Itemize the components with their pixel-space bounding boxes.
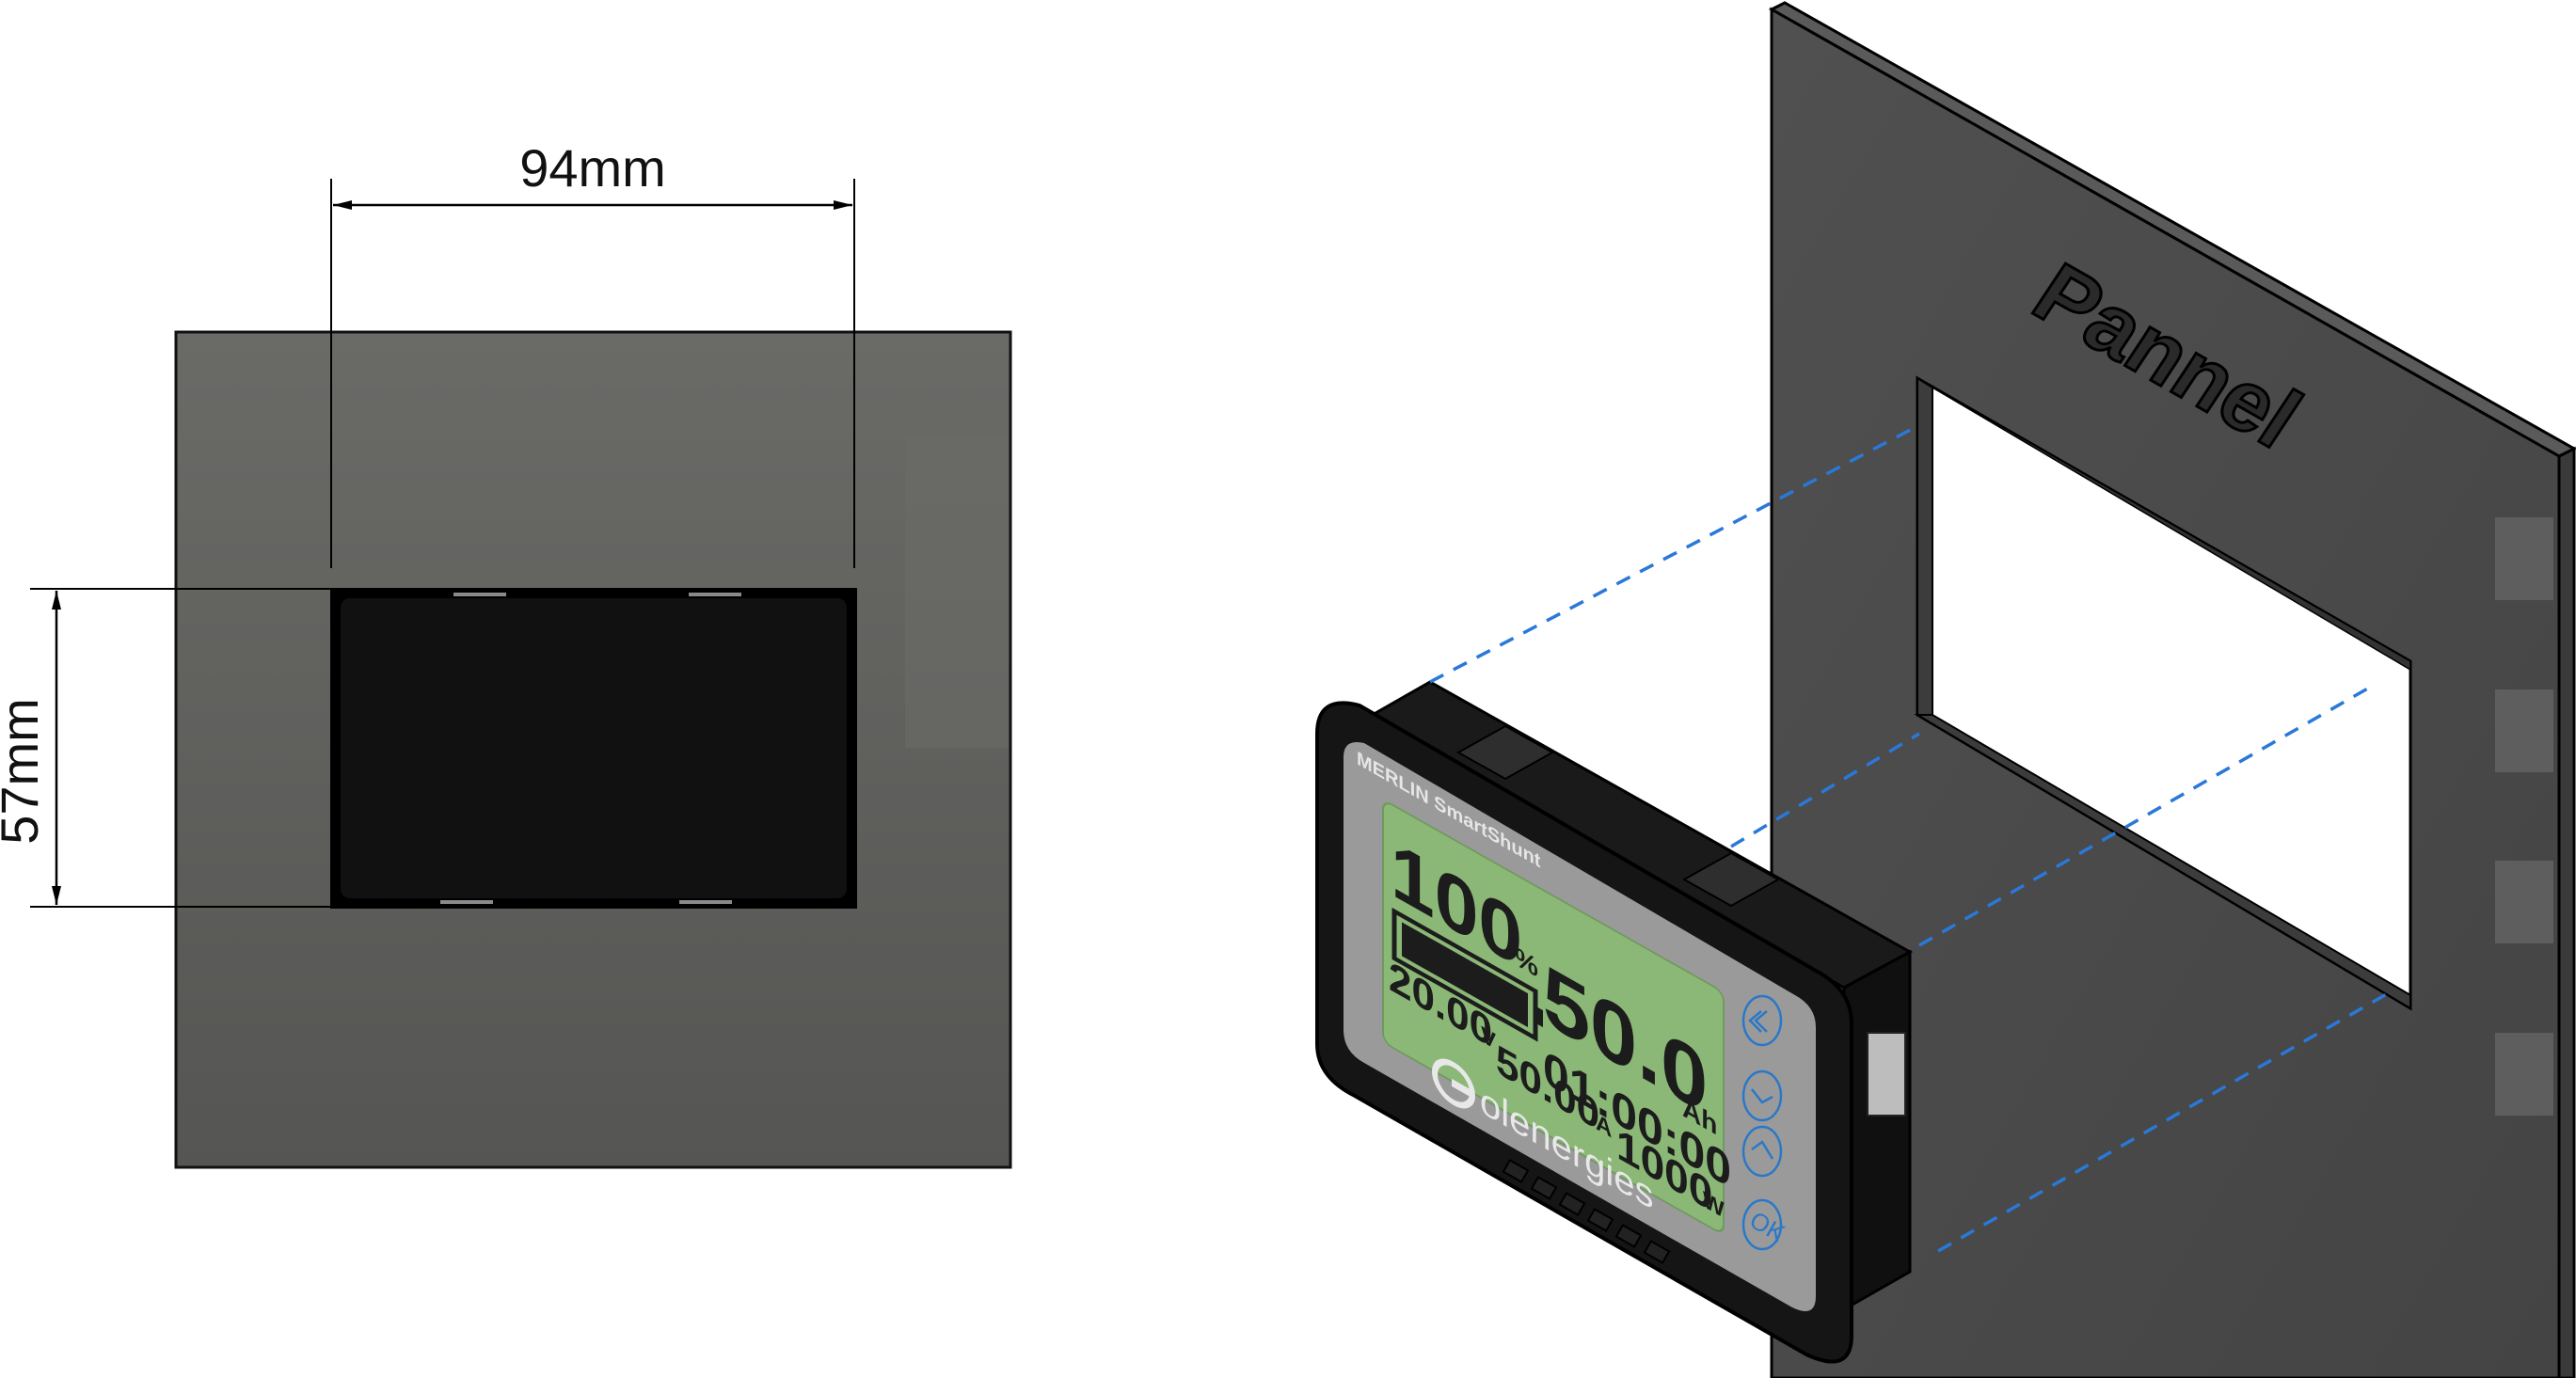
device-vents	[1502, 1159, 1671, 1264]
alignment-guides	[1429, 423, 2391, 1253]
button-down[interactable]	[1741, 1069, 1783, 1122]
front-device-face	[341, 598, 847, 898]
front-clip-tab	[453, 593, 506, 596]
battery-icon-tip	[1535, 1006, 1543, 1028]
guide-line-bottom-right	[1937, 990, 2391, 1253]
iso-cutout-wall-bottom	[1914, 714, 2411, 1010]
front-clip-tab	[440, 900, 493, 904]
iso-panel-patch	[2495, 1033, 2553, 1116]
button-back[interactable]	[1741, 994, 1783, 1047]
iso-panel-patch	[2495, 861, 2553, 943]
device-body-side	[1842, 949, 1912, 1312]
device-lcd	[1382, 802, 1725, 1232]
chevron-down-icon	[1751, 1088, 1773, 1104]
front-panel-shade	[905, 437, 1009, 748]
button-ok[interactable]	[1741, 1198, 1783, 1251]
device-side-clip	[1867, 1032, 1906, 1117]
back-icon	[1748, 1010, 1768, 1033]
front-view: 94mm 57mm	[0, 138, 1012, 1169]
chevron-up-icon	[1751, 1140, 1774, 1160]
guide-line-mid-right	[1918, 685, 2372, 947]
front-clip-tab	[679, 900, 732, 904]
iso-panel-patch	[2495, 689, 2553, 772]
front-clip-tab	[689, 593, 741, 596]
width-dimension-label: 94mm	[519, 138, 666, 198]
guide-line-top-left	[1429, 423, 1920, 684]
iso-panel-patch	[2495, 517, 2553, 600]
guide-line-bottom-left	[1730, 732, 1920, 848]
height-dimension-label: 57mm	[0, 698, 49, 845]
iso-panel-edge	[2557, 446, 2576, 1378]
battery-icon-fill	[1402, 922, 1528, 1028]
voltage-unit: V	[1481, 1022, 1497, 1054]
current-unit: A	[1596, 1109, 1612, 1143]
iso-panel: Pannel	[1768, 1, 2576, 1378]
device-top-clip	[1455, 724, 1555, 781]
button-up[interactable]	[1741, 1125, 1783, 1178]
iso-cutout-wall-top	[1916, 377, 2411, 672]
iso-cutout-wall-left	[1916, 376, 1933, 716]
device-buttons	[1741, 994, 1783, 1251]
device-top-clip	[1681, 851, 1781, 908]
